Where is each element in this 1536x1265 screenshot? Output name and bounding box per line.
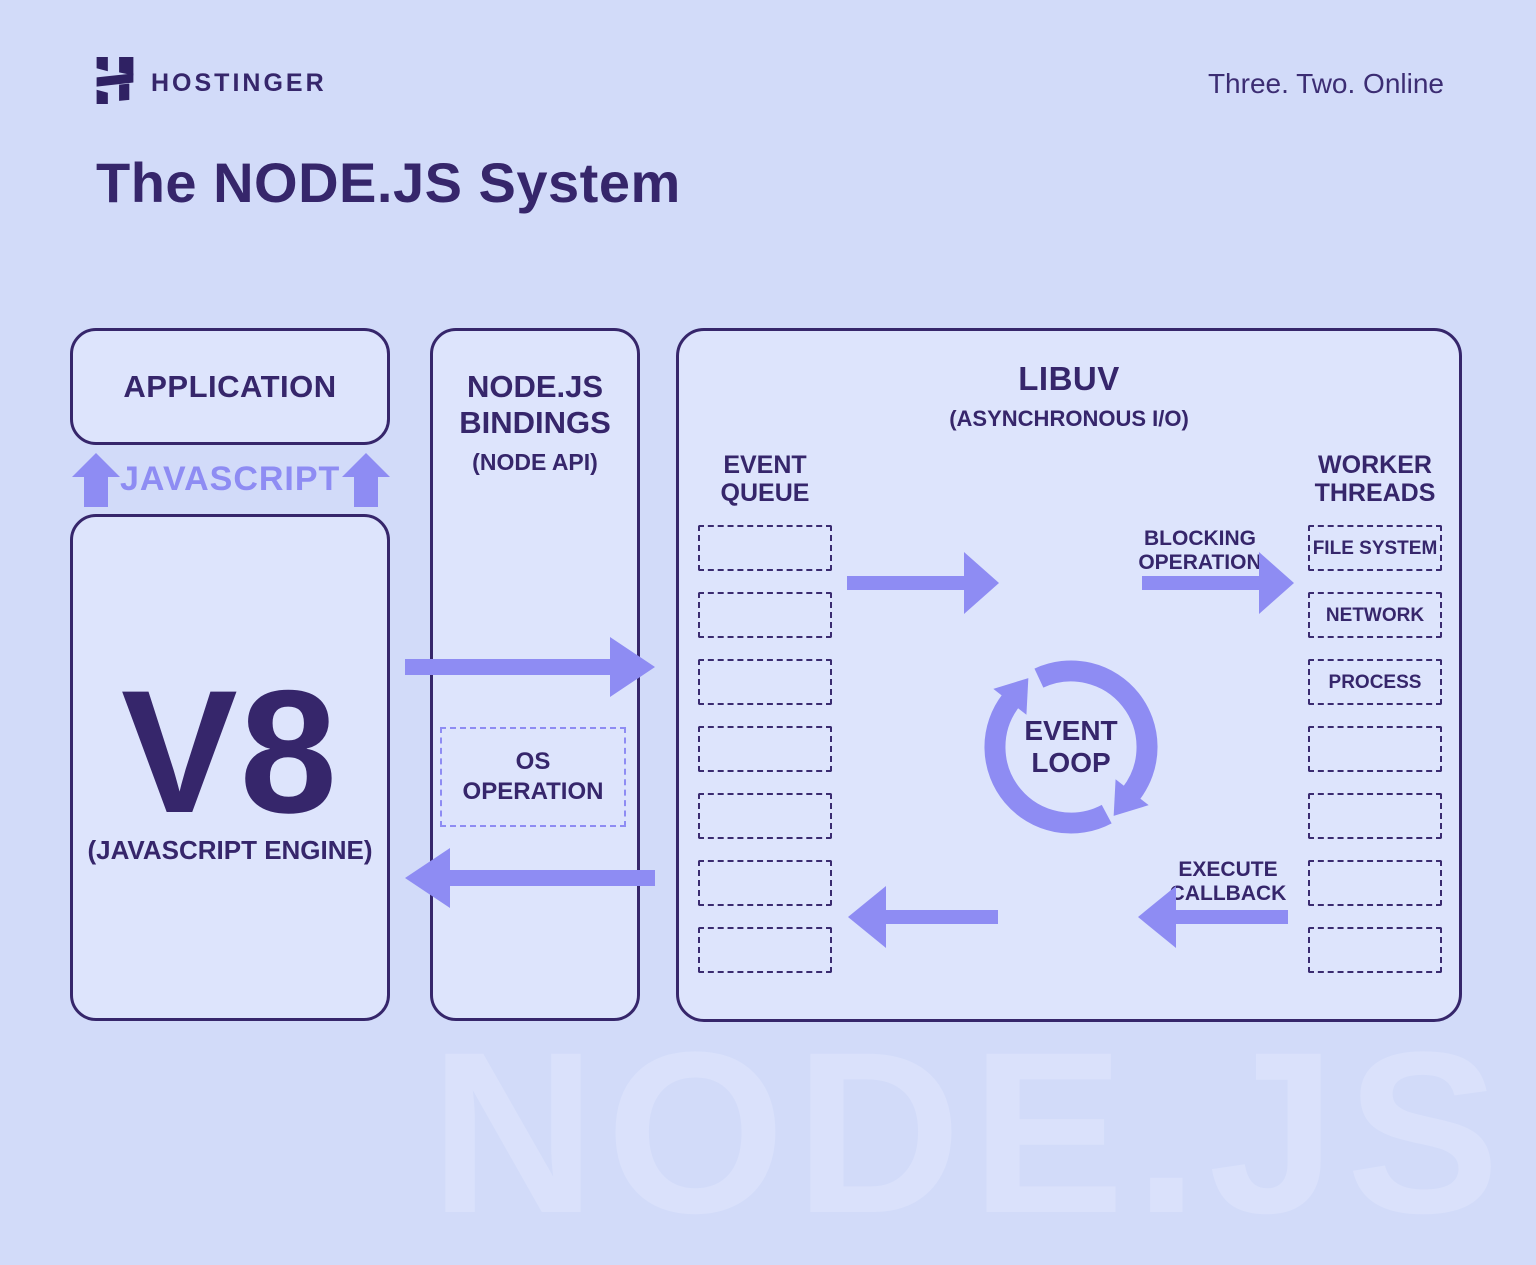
event-queue-slots: [698, 525, 832, 994]
worker-threads-slots: FILE SYSTEM NETWORK PROCESS: [1308, 525, 1442, 994]
application-box: APPLICATION: [70, 328, 390, 445]
up-arrow-icon: [342, 453, 390, 507]
bindings-title: NODE.JS BINDINGS: [459, 369, 611, 440]
worker-thread-slot: [1308, 860, 1442, 906]
worker-thread-slot: [1308, 793, 1442, 839]
worker-thread-slot: [1308, 726, 1442, 772]
event-queue-slot: [698, 793, 832, 839]
right-arrow-icon: [847, 552, 999, 614]
execute-callback-label: EXECUTE CALLBACK: [1169, 858, 1287, 905]
up-arrow-icon: [72, 453, 120, 507]
right-arrow-icon: [1142, 552, 1294, 614]
v8-label: V8: [120, 655, 340, 850]
worker-thread-slot: PROCESS: [1308, 659, 1442, 705]
libuv-title: LIBUV: [1018, 360, 1120, 397]
left-arrow-icon: [405, 848, 655, 908]
event-queue-slot: [698, 860, 832, 906]
worker-threads-label: WORKER THREADS: [1314, 451, 1436, 507]
bindings-subtitle: (NODE API): [472, 449, 598, 475]
event-queue-label: EVENT QUEUE: [720, 451, 810, 507]
event-queue-slot: [698, 592, 832, 638]
hostinger-logo-icon: [96, 57, 134, 104]
left-arrow-icon: [848, 886, 998, 948]
event-queue-slot: [698, 525, 832, 571]
header-tagline: Three. Two. Online: [1207, 68, 1444, 99]
background-watermark: NODE.JS: [430, 1004, 1510, 1261]
event-queue-slot: [698, 659, 832, 705]
v8-box: V8 (JAVASCRIPT ENGINE): [70, 514, 390, 1021]
event-queue-slot: [698, 726, 832, 772]
brand-name: HOSTINGER: [151, 69, 327, 97]
worker-thread-slot: FILE SYSTEM: [1308, 525, 1442, 571]
page-title: The NODE.JS System: [96, 151, 681, 214]
worker-thread-slot: [1308, 927, 1442, 973]
event-queue-slot: [698, 927, 832, 973]
application-label: APPLICATION: [123, 368, 337, 404]
event-loop-cycle-icon: [984, 660, 1158, 834]
v8-sublabel: (JAVASCRIPT ENGINE): [87, 835, 373, 865]
blocking-operation-label: BLOCKING OPERATION: [1138, 527, 1262, 574]
right-arrow-icon: [405, 637, 655, 697]
javascript-label: JAVASCRIPT: [120, 460, 341, 498]
libuv-subtitle: (ASYNCHRONOUS I/O): [949, 406, 1189, 431]
left-arrow-icon: [1138, 886, 1288, 948]
worker-thread-slot: NETWORK: [1308, 592, 1442, 638]
